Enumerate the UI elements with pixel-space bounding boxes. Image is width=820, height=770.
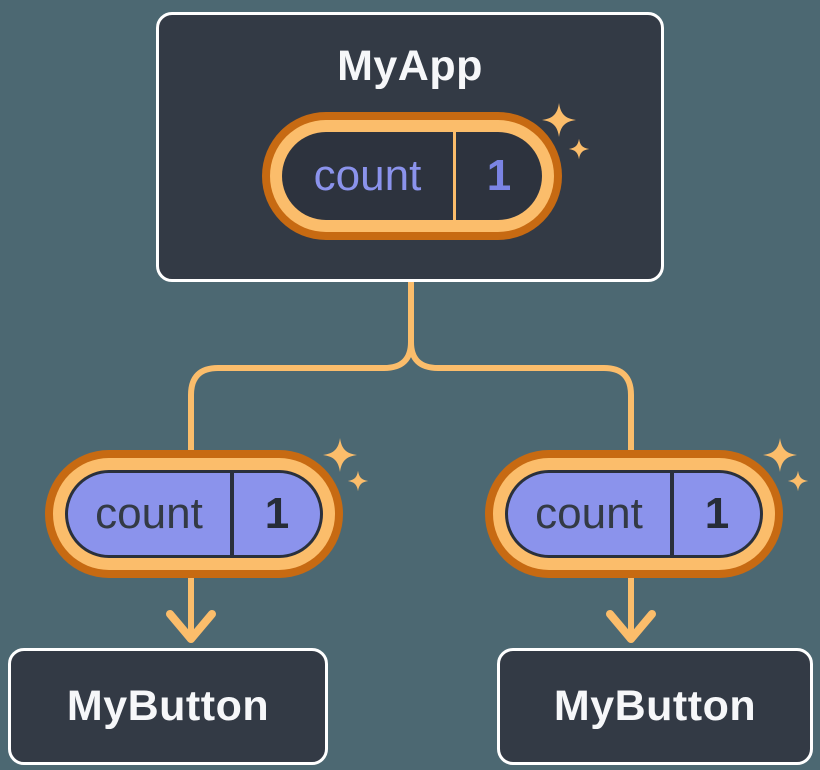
pill-core: count 1 (282, 132, 542, 220)
state-value: 1 (486, 151, 512, 200)
left-child-component-card: MyButton (8, 648, 328, 765)
arrow-down-icon (166, 610, 216, 643)
pill-divider (670, 473, 674, 555)
state-value: 1 (264, 489, 290, 538)
state-name: count (535, 489, 643, 538)
child-card-title: MyButton (553, 682, 757, 730)
pill-divider (230, 473, 234, 555)
right-child-prop-pill: count 1 (485, 450, 783, 578)
pill-divider (453, 132, 456, 220)
arrow-down-icon (606, 610, 656, 643)
left-child-prop-pill: count 1 (45, 450, 343, 578)
state-value: 1 (704, 489, 730, 538)
right-child-component-card: MyButton (497, 648, 813, 765)
state-name: count (95, 489, 203, 538)
parent-card-title: MyApp (337, 42, 483, 90)
connector-parent-to-right-child (408, 279, 634, 635)
state-name: count (313, 151, 422, 200)
pill-inner-ring: count 1 (270, 120, 554, 232)
pill-inner-ring: count 1 (53, 458, 335, 570)
pill-core: count 1 (65, 470, 323, 558)
pill-inner-ring: count 1 (493, 458, 775, 570)
pill-core: count 1 (505, 470, 763, 558)
child-card-title: MyButton (66, 682, 270, 730)
parent-state-pill: count 1 (262, 112, 562, 240)
